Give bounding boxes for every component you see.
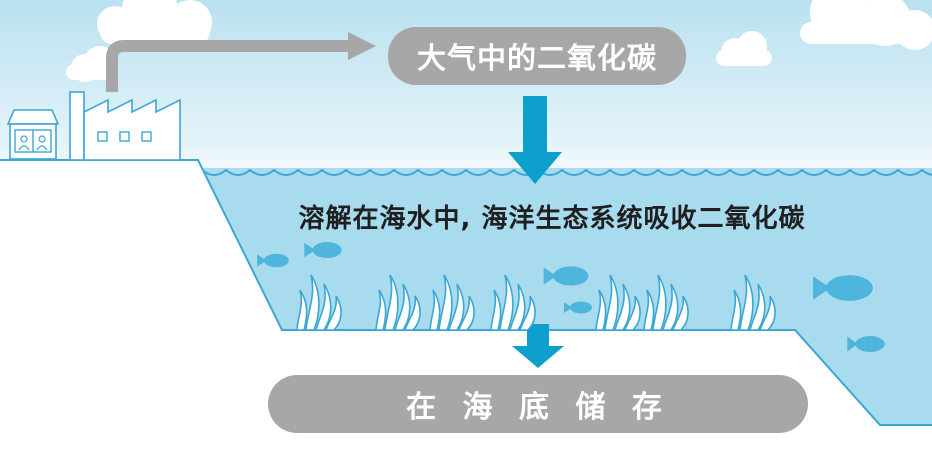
ocean-absorption-caption: 溶解在海水中, 海洋生态系统吸收二氧化碳: [298, 204, 806, 234]
arrow-down-icon: [512, 324, 564, 368]
cloud-icon: [97, 0, 212, 44]
factory-icon: [69, 91, 181, 161]
cloud-icon: [800, 0, 932, 50]
sea-surface: [201, 168, 932, 176]
house-icon: [6, 109, 60, 160]
emission-arrow: [106, 40, 352, 92]
seabed-storage-label: 在 海 底 储 存: [268, 375, 808, 433]
arrow-right-icon: [348, 32, 376, 60]
cloud-icon: [716, 31, 772, 66]
atmosphere-co2-label: 大气中的二氧化碳: [388, 27, 686, 85]
arrow-down-icon: [508, 96, 562, 184]
sea: [200, 168, 932, 425]
